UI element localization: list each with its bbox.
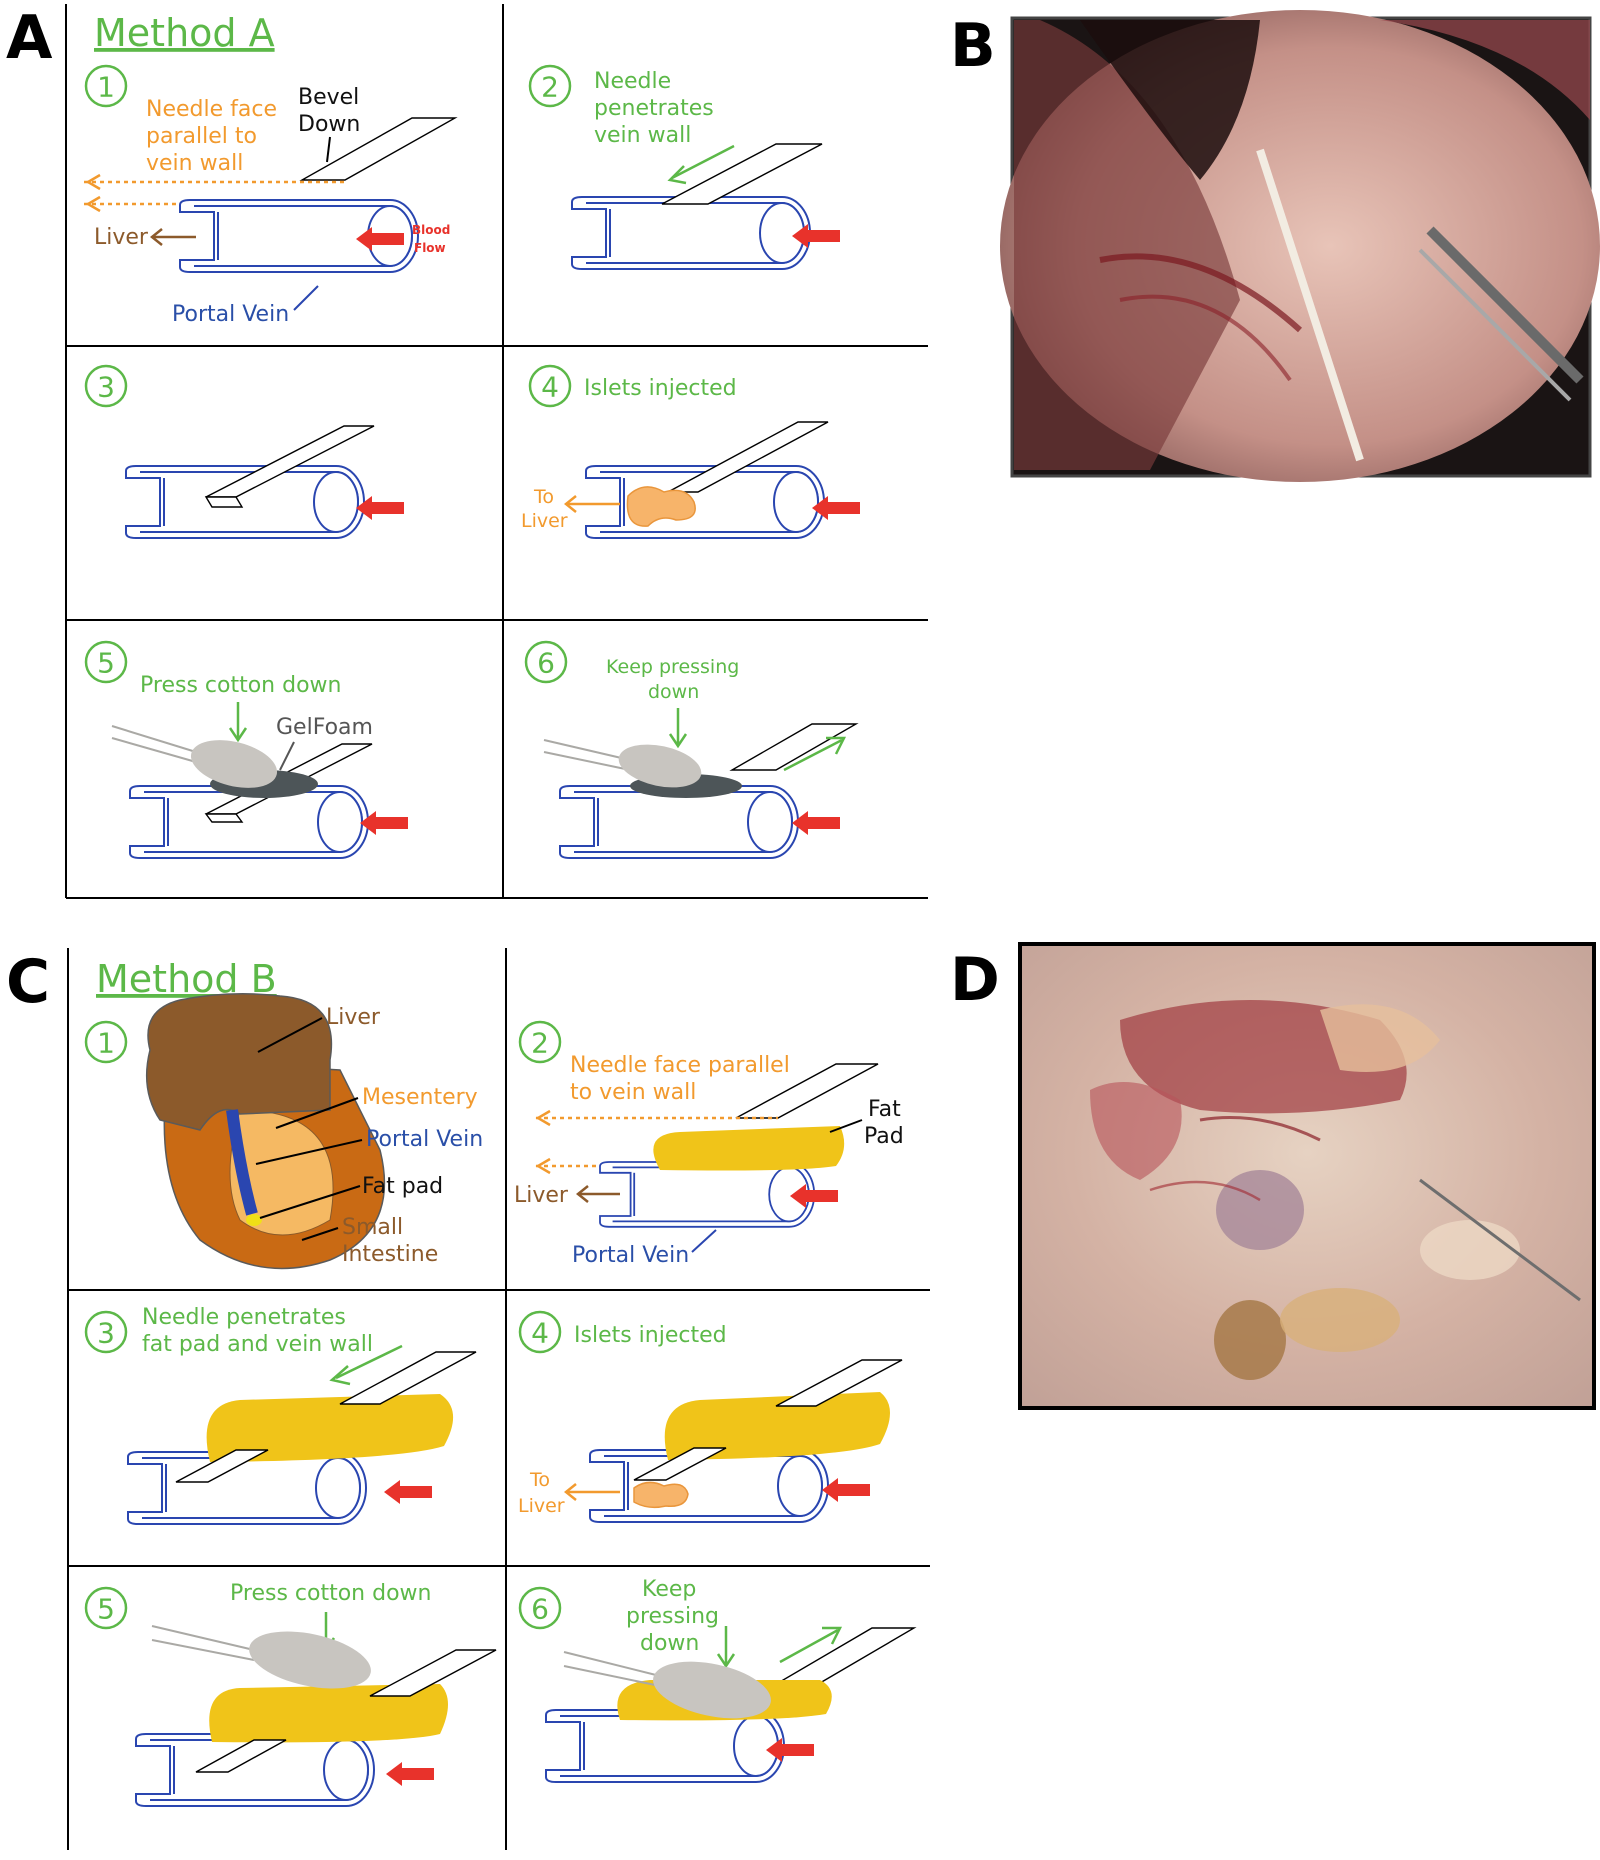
a6-line-2: down [648,681,699,703]
b-step-2: 2 Needle face parallel to vein wall Fat … [514,1020,904,1268]
a1-liver-label: Liver [94,225,149,250]
a5-label: Press cotton down [140,673,341,698]
a1-needle-face-line-2: parallel to [146,124,257,149]
b6-line-2: pressing [626,1604,719,1629]
a-step-5-number: 5 [97,647,115,680]
b2-needle-face-line-1: Needle face parallel [570,1053,790,1078]
a-step-4: 4 Islets injected To Liver [521,364,860,539]
a2-line-2: penetrates [594,96,714,121]
b-step-3-number: 3 [97,1317,115,1350]
a-step-5: 5 Press cotton down GelFoam [84,640,408,859]
b2-portal-vein-label: Portal Vein [572,1243,689,1268]
b4-to-liver-line-1: To [529,1469,550,1491]
a1-blood-flow-line-1: Blood [412,223,450,237]
b1-small-intestine-line-2: Intestine [342,1242,438,1267]
a-step-4-number: 4 [541,371,559,404]
a-step-6: 6 Keep pressing down [524,640,859,859]
b-step-6: 6 Keep pressing down [518,1577,917,1783]
a1-needle-face-line-3: vein wall [146,151,243,176]
b-step-3: 3 Needle penetrates fat pad and vein wal… [84,1305,477,1525]
a-step-1-number: 1 [97,71,115,104]
method-b-grid [67,948,930,1850]
a5-gelfoam-label: GelFoam [276,715,373,740]
a2-line-3: vein wall [594,123,691,148]
method-a-grid [65,4,928,899]
a1-bevel-line-2: Down [298,112,360,137]
b-step-2-number: 2 [531,1027,549,1060]
b2-fat-pad-line-1: Fat [868,1097,901,1122]
a2-line-1: Needle [594,69,671,94]
b1-liver-label: Liver [326,1005,381,1030]
b-step-1: 1 Liver Mesentery Portal Vein Fat pad Sm… [84,993,483,1270]
panel-label-a: A [6,3,53,73]
b1-small-intestine-line-1: Small [342,1215,403,1240]
photo-b-portal-vein-injection [1000,10,1600,482]
b2-needle-face-line-2: to vein wall [570,1080,696,1105]
a1-blood-flow-line-2: Flow [414,241,446,255]
b4-to-liver-line-2: Liver [518,1495,565,1517]
panel-label-c: C [6,947,50,1017]
a4-to-liver-line-2: Liver [521,510,568,532]
a-step-2-number: 2 [541,71,559,104]
b2-fat-pad-line-2: Pad [864,1124,904,1149]
a1-portal-vein-label: Portal Vein [172,302,289,327]
b-step-1-number: 1 [97,1027,115,1060]
a-step-1: 1 Needle face parallel to vein wall Beve… [84,64,458,327]
b3-line-2: fat pad and vein wall [142,1332,373,1357]
panel-label-b: B [950,11,996,81]
a-step-6-number: 6 [537,647,555,680]
a1-bevel-line-1: Bevel [298,85,359,110]
b1-mesentery-label: Mesentery [362,1085,478,1110]
b2-liver-label: Liver [514,1183,569,1208]
b6-line-1: Keep [642,1577,696,1602]
photo-d-fat-pad-injection [1018,942,1596,1410]
a-step-3-number: 3 [97,371,115,404]
a4-label: Islets injected [584,376,737,401]
b-step-4: 4 Islets injected To Liver [518,1310,903,1523]
b6-line-3: down [640,1631,699,1656]
b-step-5-number: 5 [97,1593,115,1626]
b-step-5: 5 Press cotton down [84,1581,497,1807]
a-step-2: 2 Needle penetrates vein wall [528,64,840,270]
b5-label: Press cotton down [230,1581,431,1606]
b1-fat-pad-label: Fat pad [362,1174,443,1199]
method-a-title: Method A [94,11,275,55]
b4-label: Islets injected [574,1323,727,1348]
a6-line-1: Keep pressing [606,656,739,678]
b-step-6-number: 6 [531,1593,549,1626]
b1-portal-vein-label: Portal Vein [366,1127,483,1152]
panel-label-d: D [950,945,1000,1015]
b3-line-1: Needle penetrates [142,1305,346,1330]
a1-needle-face-line-1: Needle face [146,97,277,122]
a-step-3: 3 [84,364,404,539]
b-step-4-number: 4 [531,1317,549,1350]
a4-to-liver-line-1: To [533,486,554,508]
